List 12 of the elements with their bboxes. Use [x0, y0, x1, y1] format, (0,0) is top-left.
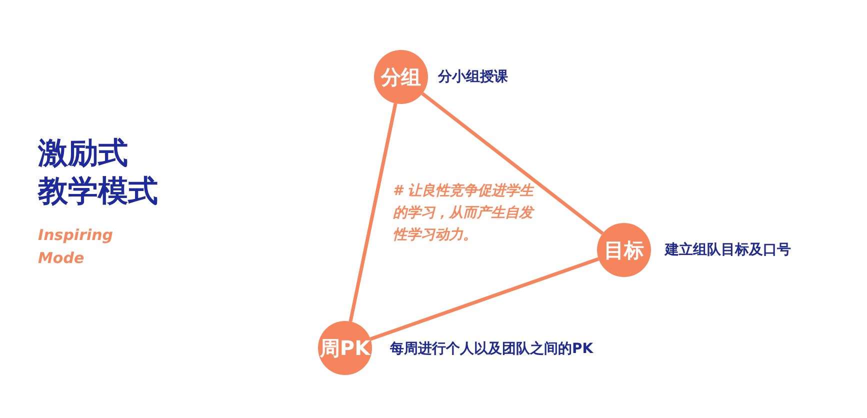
connector-line [421, 92, 604, 235]
subtitle: Inspiring Mode [38, 225, 114, 269]
step-description: 建立组队目标及口号 [665, 241, 791, 259]
note-text: # 让良性竞争促进学生的学习，从而产生自发性学习动力。 [393, 182, 535, 245]
step-description: 每周进行个人以及团队之间的PK [390, 340, 594, 358]
step-description: 分小组授课 [438, 68, 508, 86]
step-circle: 目标 [597, 223, 651, 277]
step-circle: 分组 [374, 50, 428, 104]
title: 激励式教学模式 [38, 135, 158, 211]
connector-line [370, 257, 600, 341]
connector-line [348, 103, 398, 322]
step-circle: 周PK [318, 321, 372, 375]
